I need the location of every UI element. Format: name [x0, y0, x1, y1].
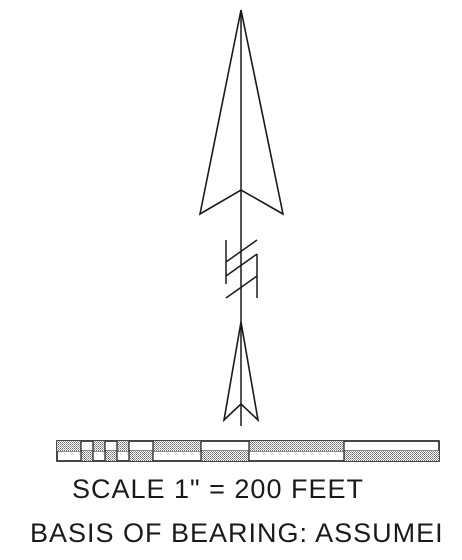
graphic-scale-bar	[56, 440, 440, 462]
north-letter-n-symbol	[225, 239, 258, 299]
scale-bar-segments-top	[57, 441, 344, 451]
north-arrow-symbol	[198, 9, 285, 426]
scale-bar-segments-bottom	[81, 451, 439, 461]
basis-of-bearing-note: BASIS OF BEARING: ASSUMEI	[30, 518, 444, 548]
scale-label: SCALE 1" = 200 FEET	[72, 474, 364, 504]
